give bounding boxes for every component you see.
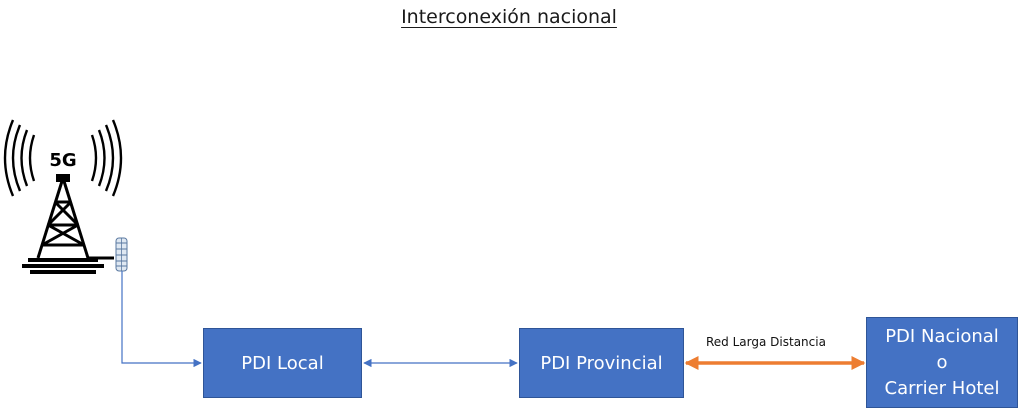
node-pdi-local: PDI Local — [203, 328, 362, 398]
node-pdi-nacional-line-2: o — [936, 351, 948, 373]
connector-antenna-to-local — [121, 271, 202, 368]
node-pdi-local-label: PDI Local — [241, 352, 324, 374]
long-distance-link-label: Red Larga Distancia — [706, 335, 826, 349]
node-pdi-provincial-label: PDI Provincial — [540, 352, 663, 374]
node-pdi-provincial: PDI Provincial — [519, 328, 684, 398]
diagram-title-text: Interconexión nacional — [401, 6, 617, 28]
diagram-title: Interconexión nacional — [0, 6, 1018, 28]
tower-badge-text: 5G — [49, 150, 76, 171]
node-pdi-nacional-line-1: PDI Nacional — [885, 325, 999, 347]
node-pdi-nacional: PDI Nacional o Carrier Hotel — [866, 317, 1018, 408]
5g-tower-icon: 5G — [3, 119, 123, 274]
antenna-unit-icon — [115, 237, 128, 272]
node-pdi-nacional-line-3: Carrier Hotel — [884, 377, 1000, 399]
